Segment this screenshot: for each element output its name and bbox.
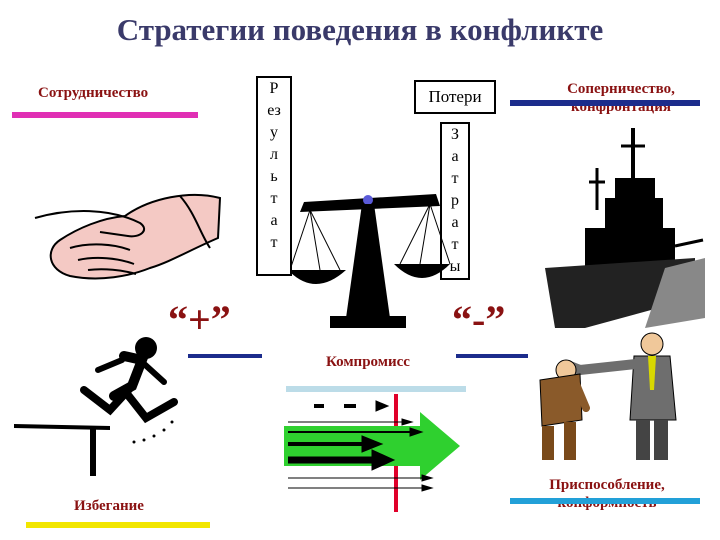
rivalry-bar (510, 100, 700, 106)
minus-underline (456, 354, 528, 358)
result-letter: л (258, 144, 290, 166)
plus-underline (188, 354, 262, 358)
compromise-label: Компромисс (326, 354, 410, 371)
page-title: Стратегии поведения в конфликте (0, 12, 720, 48)
adaptation-line1: Приспособление, (512, 476, 702, 494)
bowing-businessmen-icon (520, 330, 710, 470)
result-letter: Р (258, 78, 290, 100)
rivalry-line1: Соперничество, (536, 80, 706, 98)
result-letter: т (258, 188, 290, 210)
losses-label: Потери (428, 87, 481, 106)
battleship-icon (545, 128, 705, 328)
rivalry-label: Соперничество, конфронтация (536, 80, 706, 116)
scale-icon (290, 180, 450, 330)
cooperation-label: Сотрудничество (38, 85, 148, 102)
result-letter: у (258, 122, 290, 144)
losses-box: Потери (414, 80, 496, 114)
avoidance-label: Избегание (74, 498, 144, 515)
adaptation-bar (510, 498, 700, 504)
running-man-icon (14, 330, 194, 480)
costs-letter: З (442, 124, 468, 146)
arrows-icon (284, 394, 474, 514)
handshake-icon (30, 178, 230, 288)
adaptation-label: Приспособление, конформность (512, 476, 702, 512)
avoidance-bar (26, 522, 210, 528)
cooperation-bar (12, 112, 198, 118)
result-letter: ь (258, 166, 290, 188)
costs-letter: а (442, 146, 468, 168)
compromise-bar (286, 386, 466, 392)
result-letter: т (258, 232, 290, 254)
result-letter: ез (258, 100, 290, 122)
result-letter: а (258, 210, 290, 232)
minus-sign: “-” (452, 296, 505, 343)
